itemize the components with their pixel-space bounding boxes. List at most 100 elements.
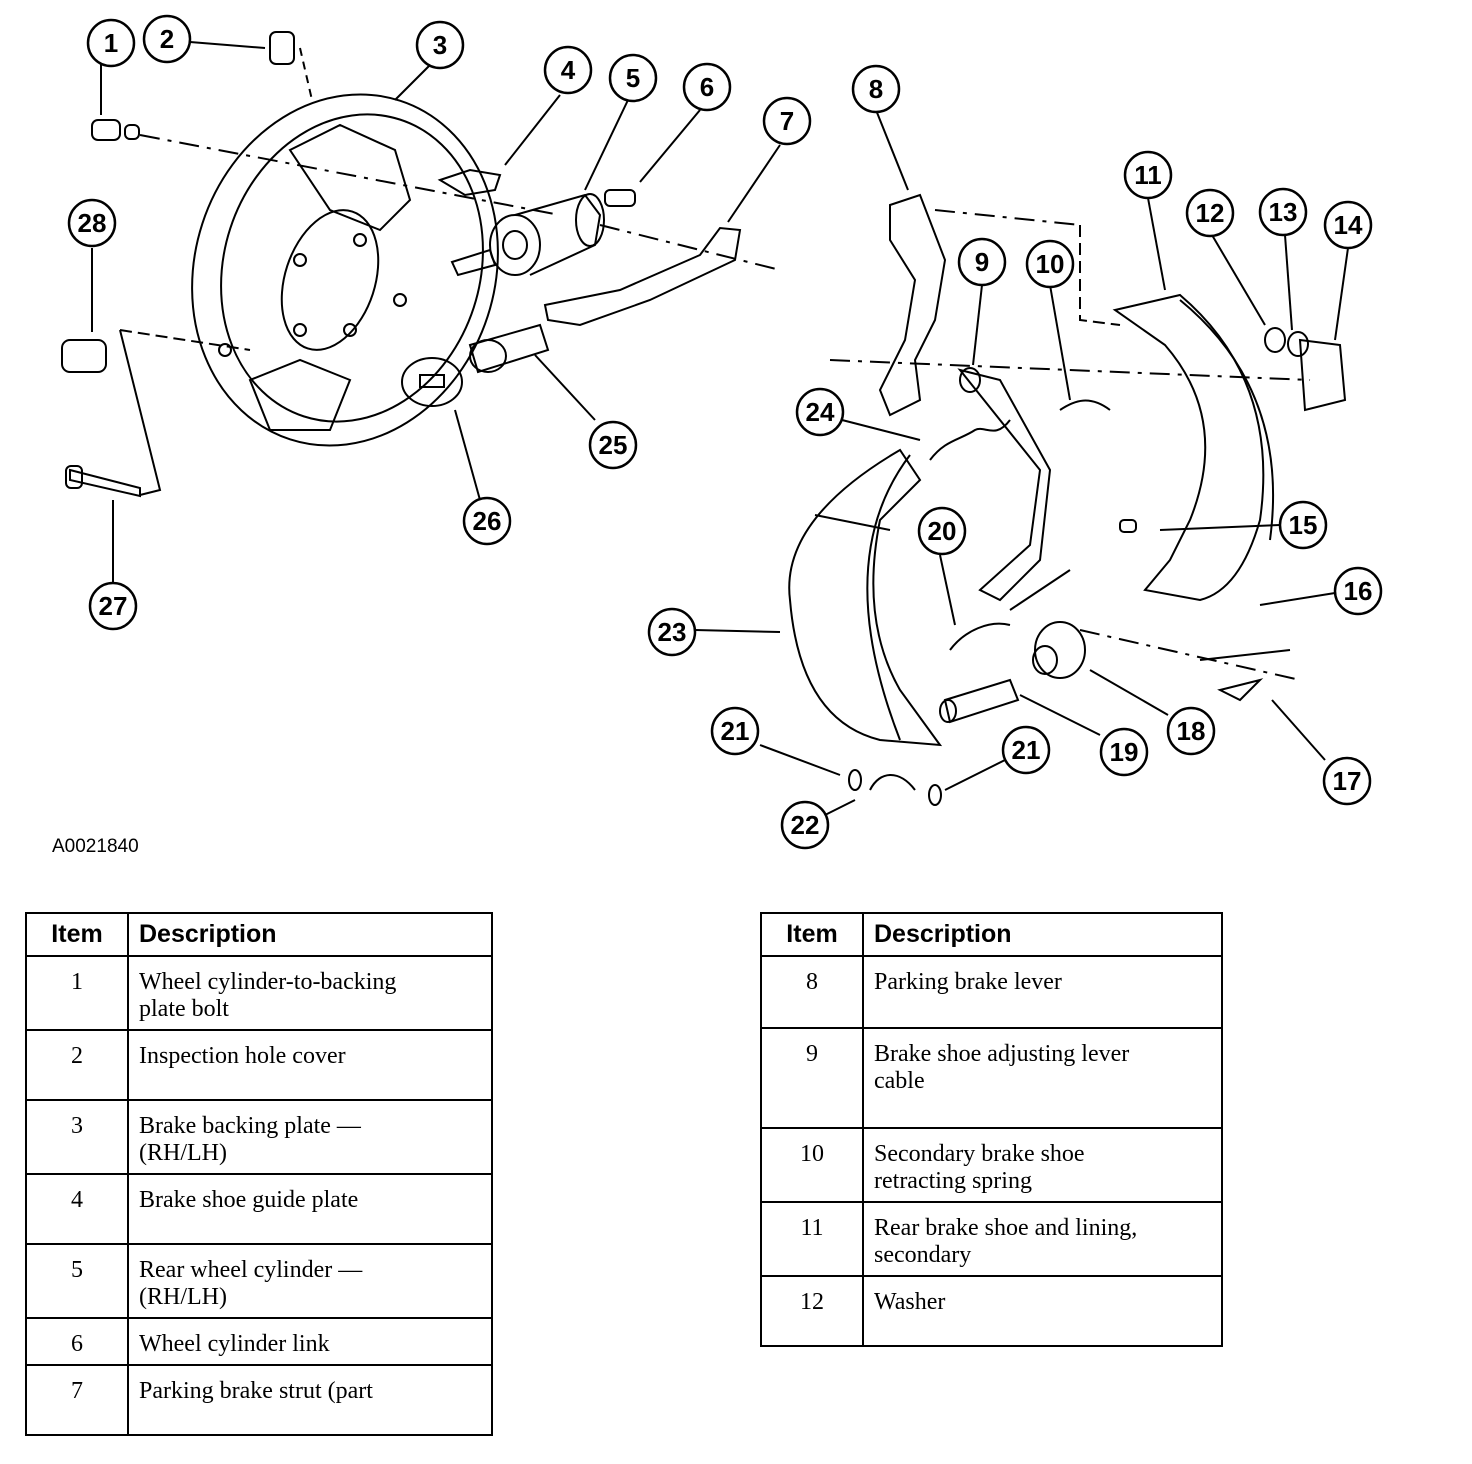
table-row: 12 Washer [760,1275,1223,1347]
table-row: 7 Parking brake strut (part [25,1364,493,1436]
backing-plate-drawing [191,93,499,447]
table-row: 6 Wheel cylinder link [25,1317,493,1366]
callout-27: 27 [88,581,138,631]
item-number: 11 [760,1201,864,1277]
svg-text:14: 14 [1334,210,1363,240]
callout-16: 16 [1333,566,1383,616]
callout-26: 26 [462,496,512,546]
description-line: Brake shoe guide plate [139,1187,359,1213]
svg-text:8: 8 [869,74,883,104]
svg-text:12: 12 [1196,198,1225,228]
header-item: Item [760,912,864,957]
table-row: 5 Rear wheel cylinder —(RH/LH) [25,1243,493,1319]
svg-text:24: 24 [806,397,835,427]
leader-lines [91,41,1349,816]
header-item: Item [25,912,129,957]
parts-table-right: Item Description 8 Parking brake lever 9… [760,912,1223,1347]
description-line: secondary [874,1242,972,1268]
description-line: Wheel cylinder link [139,1331,330,1357]
callout-13: 13 [1258,187,1308,237]
item-description: Parking brake strut (part [127,1364,493,1436]
callout-19: 19 [1099,727,1149,777]
item-description: Brake shoe guide plate [127,1173,493,1245]
callout-8: 8 [851,64,901,114]
callout-10: 10 [1025,239,1075,289]
svg-text:25: 25 [599,430,628,460]
callout-1: 1 [86,18,136,68]
svg-text:3: 3 [433,30,447,60]
table-header-row: Item Description [25,912,493,957]
description-line: cable [874,1068,925,1094]
item-number: 10 [760,1127,864,1203]
callout-15: 15 [1278,500,1328,550]
item-description: Inspection hole cover [127,1029,493,1101]
description-line: Secondary brake shoe [874,1141,1085,1167]
item-number: 6 [25,1317,129,1366]
callout-17: 17 [1322,756,1372,806]
svg-text:21: 21 [1012,735,1041,765]
item-number: 1 [25,955,129,1031]
description-line: Brake backing plate — [139,1113,361,1139]
callout-11: 11 [1123,150,1173,200]
callout-6: 6 [682,62,732,112]
callout-22: 22 [780,800,830,850]
item-description: Rear wheel cylinder —(RH/LH) [127,1243,493,1319]
item-description: Brake backing plate —(RH/LH) [127,1099,493,1175]
callout-21a: 21 [710,706,760,756]
svg-text:9: 9 [975,247,989,277]
callout-4: 4 [543,45,593,95]
small-parts-left [61,31,561,498]
header-description: Description [862,912,1223,957]
description-line: (RH/LH) [139,1284,227,1310]
description-line: retracting spring [874,1168,1032,1194]
callout-3: 3 [415,20,465,70]
figure-id: A0021840 [52,836,139,857]
table-row: 3 Brake backing plate —(RH/LH) [25,1099,493,1175]
callout-24: 24 [795,387,845,437]
callout-7: 7 [762,96,812,146]
svg-text:2: 2 [160,24,174,54]
callout-25: 25 [588,420,638,470]
svg-text:7: 7 [780,106,794,136]
callout-18: 18 [1166,706,1216,756]
svg-text:6: 6 [700,72,714,102]
callout-21b: 21 [1001,725,1051,775]
item-number: 7 [25,1364,129,1436]
callout-28: 28 [67,198,117,248]
callout-5: 5 [608,53,658,103]
svg-text:4: 4 [561,55,576,85]
header-description: Description [127,912,493,957]
callout-14: 14 [1323,200,1373,250]
item-description: Wheel cylinder link [127,1317,493,1366]
svg-text:22: 22 [791,810,820,840]
description-line: Brake shoe adjusting lever [874,1041,1130,1067]
svg-text:18: 18 [1177,716,1206,746]
callout-20: 20 [917,506,967,556]
shoe-assembly [788,193,1347,806]
description-line: plate bolt [139,996,229,1022]
callout-9: 9 [957,237,1007,287]
item-description: Washer [862,1275,1223,1347]
svg-text:10: 10 [1036,249,1065,279]
table-row: 8 Parking brake lever [760,955,1223,1029]
callout-12: 12 [1185,188,1235,238]
item-number: 9 [760,1027,864,1129]
item-number: 2 [25,1029,129,1101]
table-row: 11 Rear brake shoe and lining,secondary [760,1201,1223,1277]
description-line: Inspection hole cover [139,1043,346,1069]
item-number: 4 [25,1173,129,1245]
description-line: Rear wheel cylinder — [139,1257,363,1283]
svg-text:13: 13 [1269,197,1298,227]
callouts: 1 2 3 4 5 6 7 8 9 10 11 12 13 14 15 16 1… [67,14,1383,850]
item-number: 5 [25,1243,129,1319]
brake-exploded-diagram: 1 2 3 4 5 6 7 8 9 10 11 12 13 14 15 16 1… [61,14,1383,850]
svg-text:27: 27 [99,591,128,621]
description-line: Washer [874,1289,946,1315]
svg-text:19: 19 [1110,737,1139,767]
item-number: 8 [760,955,864,1029]
